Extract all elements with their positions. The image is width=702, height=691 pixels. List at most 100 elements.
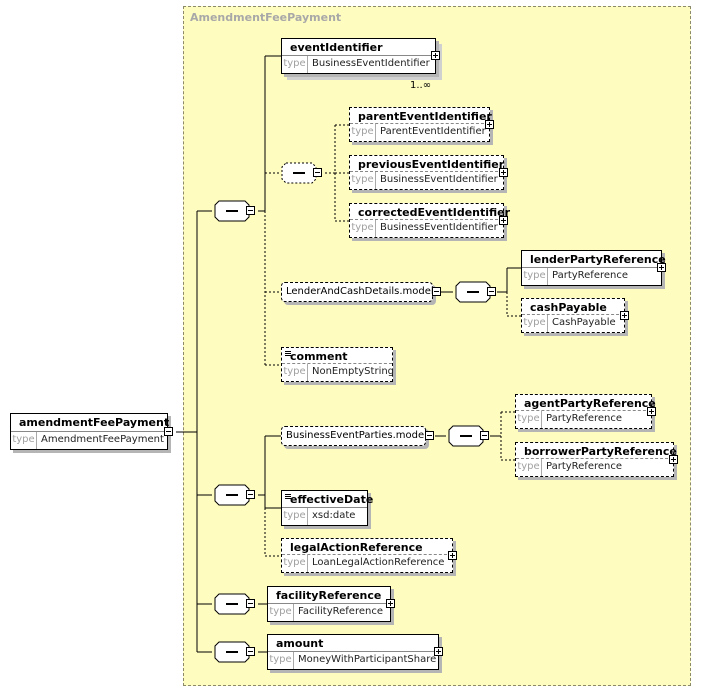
- expand-corrected-event-identifier-button[interactable]: [499, 216, 508, 225]
- element-borrower-party-reference[interactable]: borrowerPartyReference type PartyReferenc…: [515, 442, 677, 477]
- element-type-row: type xsd:date: [282, 507, 367, 525]
- type-key: type: [522, 315, 548, 332]
- documentation-icon: [285, 351, 291, 356]
- collapse-sequence-2-button[interactable]: [246, 490, 255, 499]
- collapse-sequence-4-button[interactable]: [246, 647, 255, 656]
- element-facility-reference[interactable]: facilityReference type FacilityReference: [267, 586, 391, 622]
- expand-parent-event-identifier-button[interactable]: [485, 120, 494, 129]
- group-title: AmendmentFeePayment: [190, 11, 342, 24]
- expand-facility-reference-button[interactable]: [386, 599, 395, 608]
- element-effective-date[interactable]: effectiveDate type xsd:date: [281, 490, 373, 526]
- element-type: PartyReference: [552, 270, 629, 281]
- element-corrected-event-identifier[interactable]: correctedEventIdentifier type BusinessEve…: [349, 203, 510, 238]
- collapse-root-button[interactable]: [164, 427, 173, 436]
- element-name: eventIdentifier: [290, 41, 383, 54]
- element-type: xsd:date: [312, 510, 356, 521]
- type-key: type: [268, 604, 294, 621]
- element-name: previousEventIdentifier: [358, 158, 505, 171]
- element-parent-event-identifier[interactable]: parentEventIdentifier type ParentEventIde…: [349, 107, 492, 142]
- element-type: PartyReference: [546, 461, 623, 472]
- type-key: type: [11, 432, 37, 449]
- type-key: type: [282, 555, 308, 572]
- collapse-lender-and-cash-details-button[interactable]: [432, 287, 441, 296]
- element-type-row: type BusinessEventIdentifier: [350, 171, 503, 189]
- expand-previous-event-identifier-button[interactable]: [499, 168, 508, 177]
- element-type-row: type PartyReference: [516, 410, 651, 428]
- element-type-row: type MoneyWithParticipantShare: [268, 651, 438, 669]
- element-comment[interactable]: comment type NonEmptyString: [281, 347, 395, 382]
- element-lender-party-reference[interactable]: lenderPartyReference type PartyReference: [521, 250, 666, 286]
- element-name: amendmentFeePayment: [19, 416, 170, 429]
- lender-and-cash-details-model-group[interactable]: LenderAndCashDetails.model: [281, 282, 434, 302]
- element-name: facilityReference: [276, 589, 382, 602]
- element-type: LoanLegalActionReference: [312, 557, 445, 568]
- expand-legal-action-reference-button[interactable]: [448, 551, 457, 560]
- element-name: cashPayable: [530, 301, 607, 314]
- element-type: CashPayable: [552, 317, 616, 328]
- element-type-row: type PartyReference: [522, 267, 661, 285]
- element-name: borrowerPartyReference: [524, 445, 677, 458]
- element-type-row: type NonEmptyString: [282, 363, 395, 381]
- type-key: type: [516, 411, 542, 428]
- type-key: type: [350, 124, 376, 141]
- element-name: correctedEventIdentifier: [358, 206, 511, 219]
- element-type-row: type ParentEventIdentifier: [350, 123, 489, 141]
- type-key: type: [516, 459, 542, 476]
- element-legal-action-reference[interactable]: legalActionReference type LoanLegalAction…: [281, 538, 453, 573]
- element-amount[interactable]: amount type MoneyWithParticipantShare: [267, 634, 439, 670]
- expand-agent-party-reference-button[interactable]: [647, 407, 656, 416]
- element-agent-party-reference[interactable]: agentPartyReference type PartyReference: [515, 394, 656, 429]
- expand-event-identifier-button[interactable]: [431, 51, 440, 60]
- expand-amount-button[interactable]: [434, 647, 443, 656]
- type-key: type: [522, 268, 548, 285]
- business-event-parties-model-group[interactable]: BusinessEventParties.model: [281, 426, 427, 446]
- element-previous-event-identifier[interactable]: previousEventIdentifier type BusinessEven…: [349, 155, 504, 190]
- documentation-icon: [285, 494, 291, 499]
- root-element-amendment-fee-payment[interactable]: amendmentFeePayment type AmendmentFeePaym…: [10, 413, 170, 450]
- element-type: FacilityReference: [298, 606, 383, 617]
- element-name: comment: [290, 350, 348, 363]
- type-key: type: [282, 364, 308, 381]
- element-name: parentEventIdentifier: [358, 110, 492, 123]
- collapse-sequence-3-button[interactable]: [246, 599, 255, 608]
- type-key: type: [268, 652, 294, 669]
- type-key: type: [350, 220, 376, 237]
- element-type: ParentEventIdentifier: [380, 126, 486, 137]
- element-name: amount: [276, 637, 324, 650]
- cardinality-label: 1..∞: [410, 80, 432, 91]
- element-cash-payable[interactable]: cashPayable type CashPayable: [521, 298, 625, 333]
- type-key: type: [350, 172, 376, 189]
- element-name: legalActionReference: [290, 541, 423, 554]
- element-type: NonEmptyString: [312, 366, 395, 377]
- element-name: lenderPartyReference: [530, 253, 666, 266]
- element-type: MoneyWithParticipantShare: [298, 654, 437, 665]
- element-type: PartyReference: [546, 413, 623, 424]
- collapse-business-event-parties-button[interactable]: [425, 431, 434, 440]
- model-name: LenderAndCashDetails.model: [286, 286, 434, 297]
- collapse-parties-sequence-button[interactable]: [480, 431, 489, 440]
- element-type-row: type AmendmentFeePayment: [11, 431, 167, 449]
- element-name: agentPartyReference: [524, 397, 656, 410]
- expand-lender-party-reference-button[interactable]: [657, 263, 666, 272]
- collapse-choice-button[interactable]: [313, 168, 322, 177]
- expand-cash-payable-button[interactable]: [620, 311, 629, 320]
- type-key: type: [282, 56, 308, 73]
- element-type-row: type FacilityReference: [268, 603, 390, 621]
- element-type-row: type LoanLegalActionReference: [282, 554, 452, 572]
- element-type-row: type BusinessEventIdentifier: [350, 219, 503, 237]
- element-name: effectiveDate: [290, 493, 374, 506]
- collapse-lender-sequence-button[interactable]: [487, 287, 496, 296]
- collapse-sequence-1-button[interactable]: [246, 206, 255, 215]
- element-type: BusinessEventIdentifier: [380, 174, 498, 185]
- expand-borrower-party-reference-button[interactable]: [669, 455, 678, 464]
- model-name: BusinessEventParties.model: [286, 430, 427, 441]
- type-key: type: [282, 508, 308, 525]
- element-type-row: type CashPayable: [522, 314, 624, 332]
- element-type: BusinessEventIdentifier: [380, 222, 498, 233]
- element-type-row: type PartyReference: [516, 458, 673, 476]
- element-type: AmendmentFeePayment: [41, 434, 164, 445]
